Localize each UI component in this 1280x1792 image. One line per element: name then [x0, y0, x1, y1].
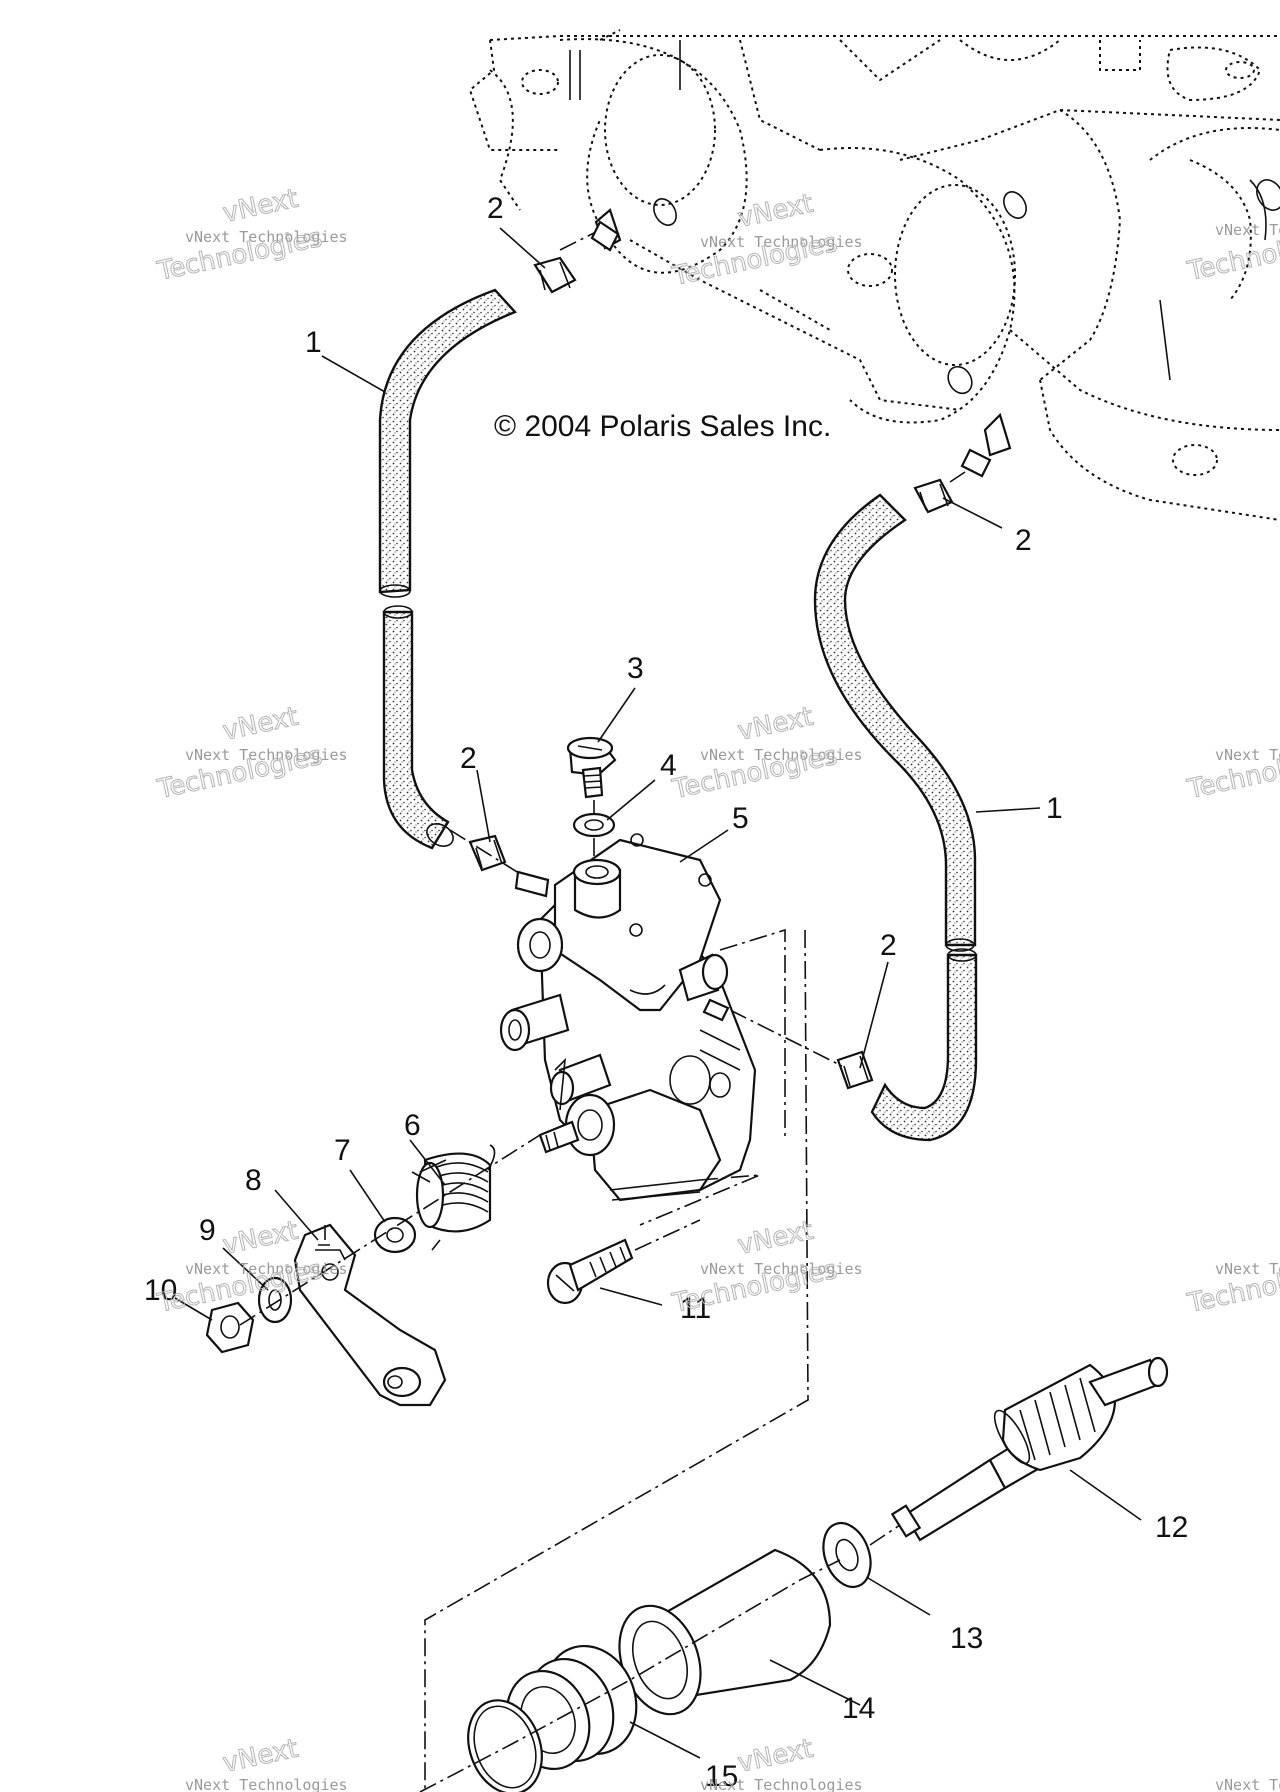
callout-washer: 7: [334, 1134, 351, 1167]
callout-spring: 6: [404, 1109, 421, 1142]
watermark-1: vNext vNext Technologies Technologies: [154, 183, 348, 287]
screw: [546, 1238, 634, 1305]
bushing: [618, 1548, 832, 1716]
watermark-text: vNext Technologies: [1215, 1776, 1280, 1792]
seal-washer: [572, 812, 616, 838]
watermark-word: vNext: [220, 1734, 301, 1779]
watermark-text: vNext Technologies: [700, 1260, 863, 1278]
lever: [293, 1223, 447, 1407]
watermark-word: vNext: [220, 702, 301, 747]
watermark-9: vNext Technologies Technologies: [1184, 1254, 1280, 1319]
callout-hose-upper-left: 1: [305, 326, 322, 359]
hose-right: [813, 493, 977, 952]
nipple-pump-left: [514, 870, 550, 898]
clamp-top: [533, 256, 577, 294]
watermark-word: vNext: [220, 1216, 301, 1261]
watermark-10: vNext vNext Technologies: [185, 1733, 348, 1792]
watermark-6: vNext Technologies Technologies: [1184, 740, 1280, 805]
engine-case: [468, 29, 1280, 521]
callout-lock-washer: 9: [199, 1214, 216, 1247]
seal: [505, 1644, 638, 1771]
callout-drive-shaft: 12: [1155, 1511, 1188, 1544]
callout-seal: 15: [705, 1760, 738, 1792]
watermark-word: vNext: [735, 1216, 816, 1261]
washer: [373, 1216, 417, 1254]
callout-clamp-left-pump: 2: [460, 742, 477, 775]
watermark-text: vNext Technologies: [185, 1776, 348, 1792]
watermark-5: vNext vNext Technologies Technologies: [669, 701, 863, 805]
watermark-8: vNext vNext Technologies Technologies: [669, 1215, 863, 1319]
watermark-text: vNext Technologies: [185, 228, 348, 246]
watermark-2: vNext vNext Technologies Technologies: [669, 188, 863, 292]
callout-clamp-right-pump: 2: [880, 929, 897, 962]
watermark-text: vNext Technologies: [700, 746, 863, 764]
watermark-text: vNext Technologies: [1215, 1260, 1280, 1278]
watermark-12: vNext Technologies: [1215, 1776, 1280, 1792]
watermark-word: vNext: [735, 1734, 816, 1779]
watermark-text: vNext Technologies: [185, 746, 348, 764]
spring: [415, 1144, 496, 1251]
leader-lines: [174, 227, 1142, 1759]
callout-bleed-screw: 3: [627, 652, 644, 685]
watermark-text: vNext Technologies: [700, 1776, 863, 1792]
watermark-word: vNext: [220, 184, 301, 229]
thrust-washer: [822, 1521, 872, 1589]
watermark-word: vNext: [735, 702, 816, 747]
nipple-top: [590, 220, 620, 252]
drive-shaft: [890, 1356, 1169, 1542]
copyright-notice: © 2004 Polaris Sales Inc.: [494, 410, 831, 443]
hose-lower-left: [382, 605, 454, 850]
watermark-text: vNext Technologies: [700, 233, 863, 251]
callout-labels: 2 1 2 3 4 5 2 1 2 6 7 8 9 10 11 12 13 14…: [144, 192, 1188, 1792]
callout-clamp-top: 2: [487, 192, 504, 225]
nipple-right-top: [960, 448, 992, 478]
watermark-word: vNext: [735, 189, 816, 234]
clamp-right-pump: [836, 1050, 874, 1090]
hose-right-lower: [870, 948, 978, 1142]
callout-lever: 8: [245, 1164, 262, 1197]
callout-hose-right: 1: [1046, 792, 1063, 825]
callout-nut: 10: [144, 1274, 177, 1307]
callout-thrust-washer: 13: [950, 1622, 983, 1655]
watermark-text: vNext Technologies: [185, 1260, 348, 1278]
watermark-4: vNext vNext Technologies Technologies: [154, 701, 348, 805]
callout-screw: 11: [680, 1292, 711, 1325]
watermark-text: vNext Technologies: [1215, 221, 1280, 239]
callout-bushing: 14: [842, 1692, 875, 1725]
clamp-right-top: [913, 478, 954, 514]
callout-oil-pump: 5: [732, 802, 749, 835]
hose-upper-left: [378, 288, 518, 598]
nut: [205, 1301, 255, 1354]
watermark-3: vNext Technologies Technologies: [1184, 221, 1280, 288]
oil-pump: [499, 833, 757, 1202]
bleed-screw: [566, 736, 617, 799]
callout-seal-washer: 4: [660, 749, 677, 782]
callout-clamp-right-top: 2: [1015, 524, 1032, 557]
watermark-text: vNext Technologies: [1215, 746, 1280, 764]
